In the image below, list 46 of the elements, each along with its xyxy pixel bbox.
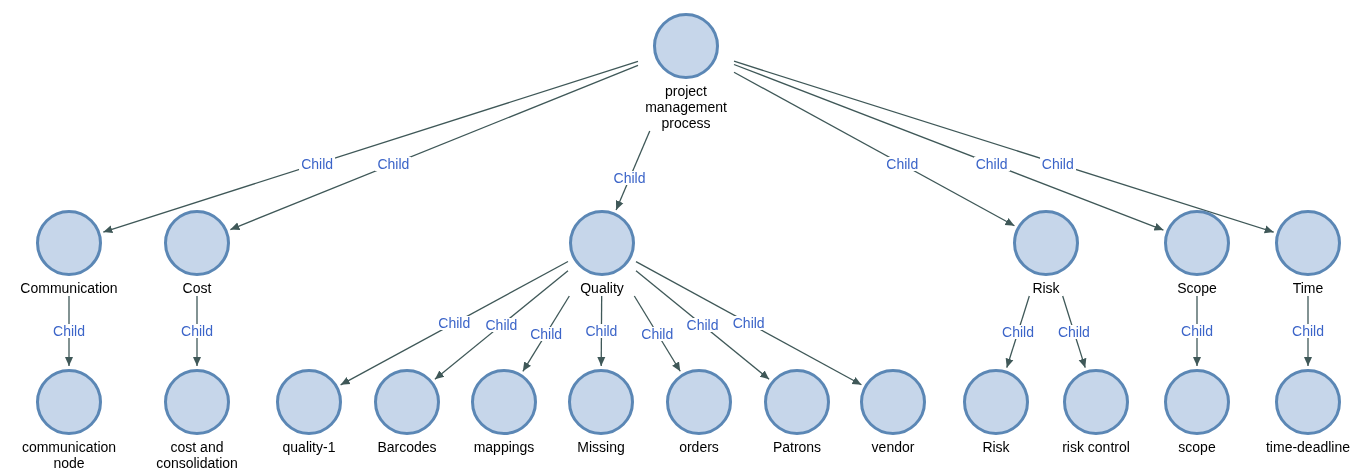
node-label: Time — [1292, 280, 1324, 296]
node-label: Barcodes — [377, 439, 437, 455]
arrow — [733, 60, 1275, 234]
arrow — [340, 260, 569, 386]
node-label: Patrons — [772, 439, 822, 455]
edge-label: Child — [375, 156, 412, 171]
node-label: communication node — [20, 439, 118, 471]
node-label: Quality — [580, 280, 624, 296]
edge-label: Child — [299, 156, 336, 171]
edge-label: Child — [973, 156, 1010, 171]
arrow — [102, 60, 639, 234]
node-label: vendor — [871, 439, 915, 455]
node-label: Missing — [577, 439, 625, 455]
arrow — [434, 270, 569, 380]
node-label: Communication — [20, 280, 118, 296]
edge-label: Child — [583, 324, 620, 338]
node-label: Scope — [1177, 280, 1217, 296]
arrow — [229, 64, 639, 231]
node-label: risk control — [1062, 439, 1130, 455]
edge-label: Child — [51, 324, 87, 338]
node-label: mappings — [473, 439, 535, 455]
edge-label: Child — [730, 316, 767, 331]
node-label: Risk — [982, 439, 1010, 455]
edge-label: Child — [1290, 324, 1326, 338]
node-label: project management process — [644, 83, 728, 131]
edge-label: Child — [1039, 156, 1076, 171]
edge-label: Child — [436, 316, 473, 331]
edge-label: Child — [684, 318, 721, 332]
node-label: Cost — [182, 280, 212, 296]
node-label: cost and consolidation — [155, 439, 239, 471]
node-label: time-deadline — [1265, 439, 1351, 455]
node-label: Risk — [1032, 280, 1060, 296]
node-label: scope — [1178, 439, 1216, 455]
edge-label: Child — [611, 171, 648, 186]
edge-label: Child — [1179, 324, 1215, 338]
edge-label: Child — [1000, 324, 1036, 339]
edge-label: Child — [528, 326, 565, 341]
edge-label: Child — [1055, 324, 1092, 339]
arrow — [635, 270, 770, 380]
edge-label: Child — [483, 318, 520, 332]
node-label: quality-1 — [282, 439, 336, 455]
edge-label: Child — [639, 326, 676, 341]
edge-label: Child — [179, 324, 215, 338]
edge-label: Child — [884, 157, 921, 172]
arrow — [733, 63, 1165, 231]
node-label: orders — [679, 439, 719, 455]
